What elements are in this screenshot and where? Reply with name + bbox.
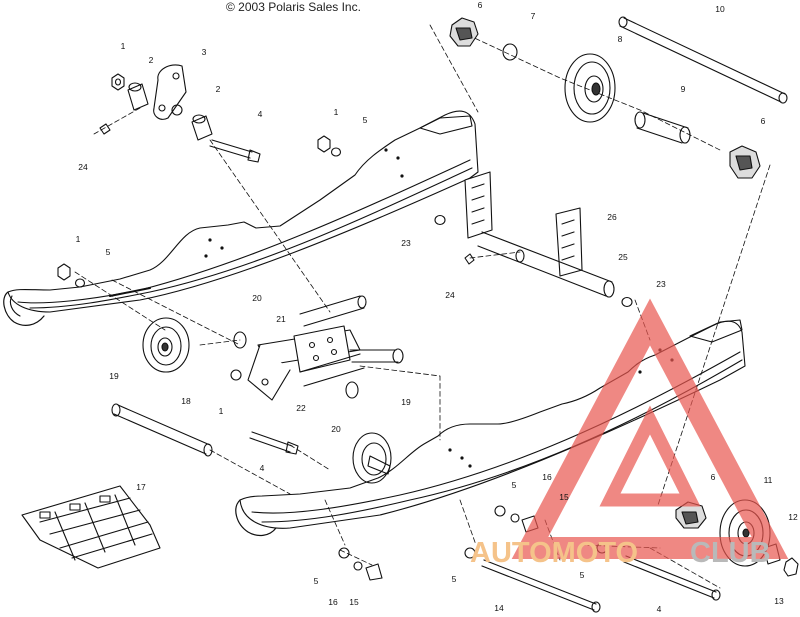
callout-label: 15 xyxy=(559,492,569,502)
callout-label: 23 xyxy=(656,279,666,289)
callout-label: 11 xyxy=(764,475,773,485)
callout-label: 22 xyxy=(296,403,306,413)
callout-label: 20 xyxy=(252,293,262,303)
part-18-bar xyxy=(111,403,213,457)
part-10-shaft xyxy=(618,16,788,104)
callout-label: 7 xyxy=(531,11,536,21)
callout-label: 16 xyxy=(328,597,338,607)
part-6-cap-top xyxy=(449,17,479,47)
part-14-shaft xyxy=(481,559,601,613)
callout-label: 26 xyxy=(607,212,617,222)
part-21-arm xyxy=(247,295,404,401)
callout-label: 1 xyxy=(219,406,224,416)
watermark-text-a: AUTOMOTO xyxy=(470,537,638,569)
callout-label: 24 xyxy=(78,162,88,172)
callout-label: 8 xyxy=(618,34,623,44)
part-8-wheel xyxy=(564,53,616,123)
callout-label: 4 xyxy=(260,463,265,473)
callout-label: 5 xyxy=(580,570,585,580)
part-26-bracket xyxy=(464,171,583,277)
callout-label: 4 xyxy=(657,604,662,614)
part-19-wheel-b xyxy=(352,432,392,484)
callout-label: 9 xyxy=(681,84,686,94)
callout-label: 5 xyxy=(512,480,517,490)
callout-label: 1 xyxy=(334,107,339,117)
callout-label: 10 xyxy=(715,4,725,14)
callout-label: 6 xyxy=(478,0,483,10)
callout-label: 2 xyxy=(216,84,221,94)
callout-label: 1 xyxy=(76,234,81,244)
watermark-text-b: CLUB xyxy=(690,537,771,569)
copyright-text: © 2003 Polaris Sales Inc. xyxy=(226,0,361,14)
callout-label: 19 xyxy=(401,397,411,407)
part-19-wheel-a xyxy=(142,317,190,373)
part-7-ring xyxy=(502,43,518,61)
part-4-bolt xyxy=(209,139,261,163)
part-17-track-clips xyxy=(21,485,161,569)
callout-label: 16 xyxy=(542,472,552,482)
part-4-shaft-c xyxy=(623,555,721,601)
callout-label: 20 xyxy=(331,424,341,434)
callout-label: 17 xyxy=(136,482,146,492)
callout-label: 5 xyxy=(314,576,319,586)
callout-label: 15 xyxy=(349,597,359,607)
callout-label: 25 xyxy=(618,252,628,262)
part-6-cap-right xyxy=(729,145,761,179)
callout-label: 19 xyxy=(109,371,119,381)
part-25-tube xyxy=(477,231,615,298)
callout-label: 23 xyxy=(401,238,411,248)
part-2-bushing-b xyxy=(191,114,213,141)
part-4-bolt-b xyxy=(249,431,299,455)
part-9-spacer xyxy=(634,111,691,144)
callout-label: 12 xyxy=(788,512,798,522)
part-3-arm xyxy=(153,64,187,120)
part-1-nut xyxy=(111,73,125,91)
callout-label: 4 xyxy=(258,109,263,119)
callout-label: 5 xyxy=(106,247,111,257)
watermark-logo: AUTOMOTO CLUB xyxy=(470,298,789,569)
callout-label: 3 xyxy=(202,47,207,57)
callout-label: 5 xyxy=(363,115,368,125)
callout-label: 13 xyxy=(774,596,784,606)
callout-label: 14 xyxy=(494,603,504,613)
callout-label: 24 xyxy=(445,290,455,300)
callout-label: 21 xyxy=(276,314,286,324)
upper-rail xyxy=(7,110,479,313)
callout-label: 1 xyxy=(121,41,126,51)
part-2-bushing xyxy=(127,82,149,111)
callout-label: 2 xyxy=(149,55,154,65)
callout-label: 6 xyxy=(761,116,766,126)
callout-label: 18 xyxy=(181,396,191,406)
callout-label: 6 xyxy=(711,472,716,482)
callout-label: 5 xyxy=(452,574,457,584)
